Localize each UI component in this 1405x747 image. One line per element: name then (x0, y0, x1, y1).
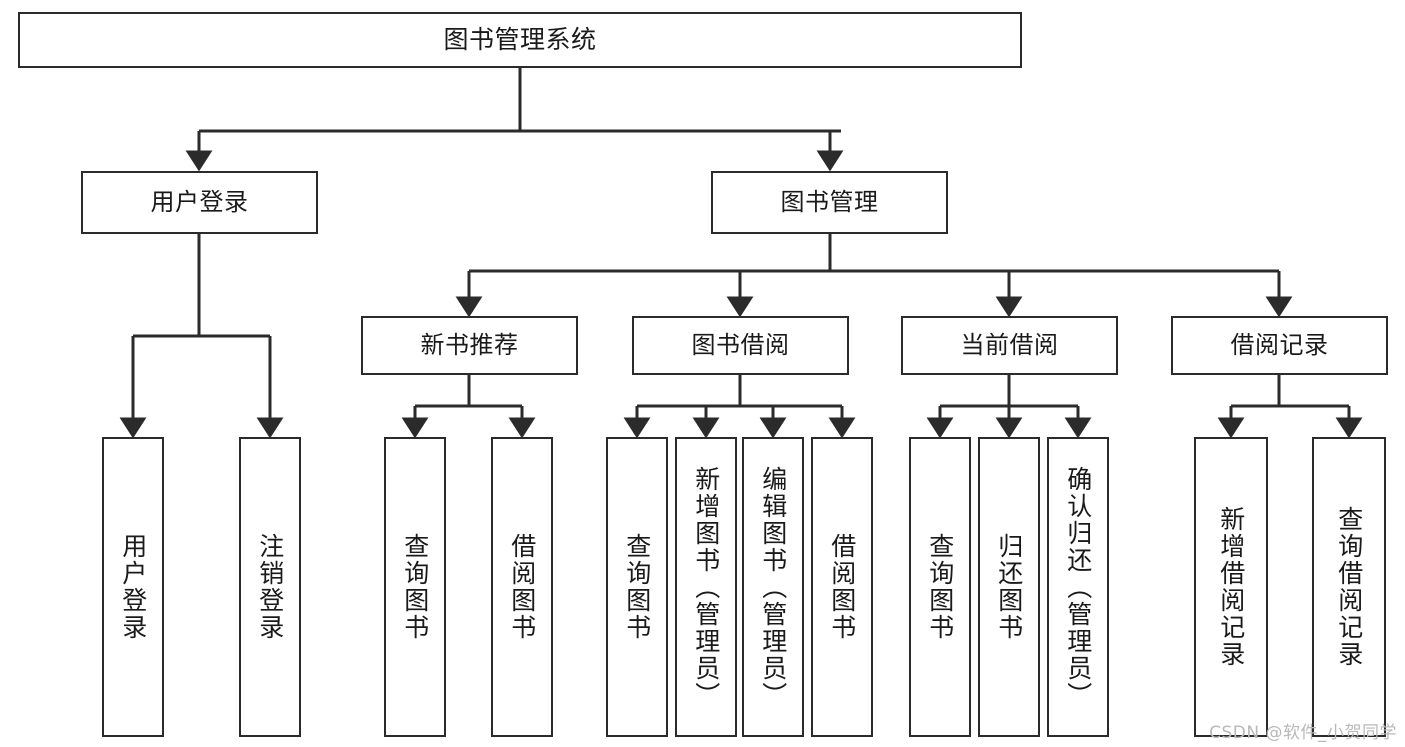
node-new-book-recommend[interactable]: 新书推荐 (361, 316, 578, 375)
node-leaf-book-borrow-borrow-book[interactable]: 借阅图书 (811, 437, 873, 737)
node-book-borrow[interactable]: 图书借阅 (632, 316, 849, 375)
node-leaf-user-login-logout[interactable]: 注销登录 (239, 437, 301, 737)
node-label: 编辑图书（管理员） (758, 465, 788, 709)
node-label: 图书借阅 (691, 330, 790, 359)
csdn-watermark: CSDN @软件_小贺同学 (1209, 723, 1397, 743)
node-label: 图书管理系统 (443, 24, 597, 54)
node-label: 图书管理 (780, 187, 879, 216)
node-label: 确认归还（管理员） (1063, 465, 1093, 709)
node-leaf-current-borrow-return-book[interactable]: 归还图书 (978, 437, 1040, 737)
node-leaf-user-login-login[interactable]: 用户登录 (102, 437, 164, 737)
node-leaf-new-book-borrow-book[interactable]: 借阅图书 (491, 437, 553, 737)
node-leaf-book-borrow-query-book[interactable]: 查询图书 (606, 437, 668, 737)
node-leaf-borrow-record-add-record[interactable]: 新增借阅记录 (1194, 437, 1268, 737)
node-book-management[interactable]: 图书管理 (711, 171, 948, 234)
node-borrow-record[interactable]: 借阅记录 (1171, 316, 1388, 375)
node-label: 查询图书 (400, 533, 430, 641)
node-leaf-current-borrow-confirm-return-admin[interactable]: 确认归还（管理员） (1047, 437, 1109, 737)
node-user-login[interactable]: 用户登录 (81, 171, 318, 234)
node-leaf-book-borrow-add-book-admin[interactable]: 新增图书（管理员） (675, 437, 737, 737)
node-label: 借阅图书 (827, 533, 857, 641)
node-label: 用户登录 (150, 187, 249, 216)
node-label: 新增图书（管理员） (691, 465, 721, 709)
node-label: 借阅图书 (507, 533, 537, 641)
node-label: 当前借阅 (960, 330, 1059, 359)
node-label: 注销登录 (255, 533, 285, 641)
node-label: 用户登录 (118, 533, 148, 641)
node-label: 新书推荐 (420, 330, 519, 359)
node-label: 借阅记录 (1230, 330, 1329, 359)
node-label: 查询图书 (925, 533, 955, 641)
node-label: 新增借阅记录 (1216, 506, 1246, 668)
node-leaf-current-borrow-query-book[interactable]: 查询图书 (909, 437, 971, 737)
node-leaf-book-borrow-edit-book-admin[interactable]: 编辑图书（管理员） (742, 437, 804, 737)
node-label: 查询借阅记录 (1334, 506, 1364, 668)
node-root-book-management-system[interactable]: 图书管理系统 (18, 12, 1022, 68)
node-leaf-new-book-query-book[interactable]: 查询图书 (384, 437, 446, 737)
node-label: 查询图书 (622, 533, 652, 641)
node-label: 归还图书 (994, 533, 1024, 641)
node-leaf-borrow-record-query-record[interactable]: 查询借阅记录 (1312, 437, 1386, 737)
node-current-borrow[interactable]: 当前借阅 (901, 316, 1118, 375)
